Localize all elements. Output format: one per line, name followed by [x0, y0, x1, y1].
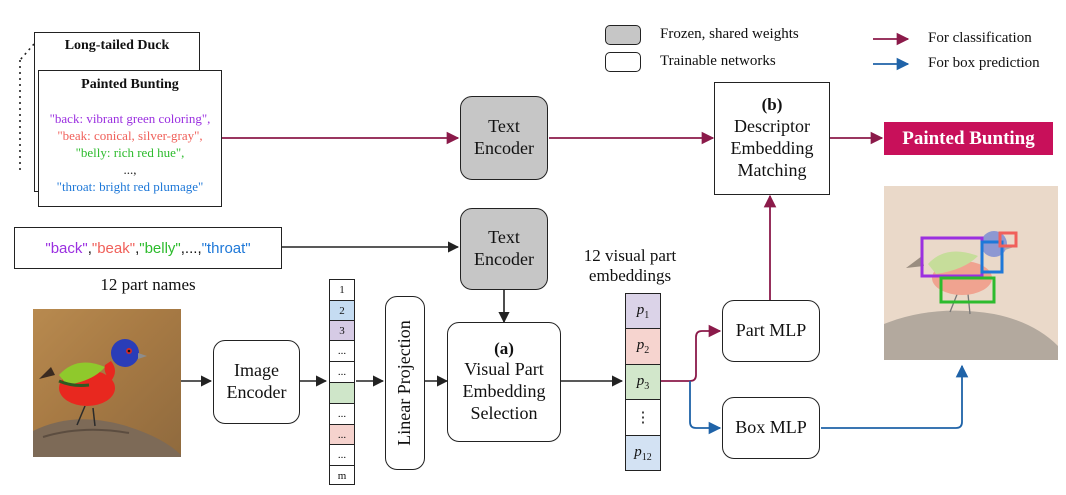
- legend-classification-label: For classification: [928, 30, 1032, 46]
- front-card-title: Painted Bunting: [81, 77, 179, 92]
- dem-tag: (b): [761, 95, 783, 115]
- embedding-to-part-mlp-arrow: [660, 324, 722, 382]
- vps-box: (a) Visual Part Embedding Selection: [447, 322, 561, 442]
- image-encoder-box: Image Encoder: [213, 340, 300, 424]
- part-names-box: "back", "beak", "belly", ..., "throat": [14, 227, 282, 269]
- token-cell: 3: [330, 321, 354, 341]
- descriptor-beak-line: "beak: conical, silver-gray",: [57, 128, 203, 143]
- token-cell: ...: [330, 362, 354, 383]
- token-cell: 2: [330, 301, 354, 321]
- legend-trainable-swatch: [605, 52, 641, 72]
- box-mlp-box: Box MLP: [722, 397, 820, 459]
- box-mlp-to-output-arrow: [821, 364, 969, 429]
- input-bird-image: [33, 309, 181, 457]
- part-name-beak: "beak": [91, 239, 136, 257]
- embedding-cell-p12: p12: [626, 436, 660, 470]
- token-cell: ...: [330, 445, 354, 466]
- embedding-cell-p3: p3: [626, 365, 660, 400]
- throat-bbox: [980, 240, 1004, 274]
- descriptor-back-line: "back: vibrant green coloring",: [49, 111, 211, 126]
- legend-trainable-label: Trainable networks: [660, 53, 776, 69]
- descriptor-ellipsis: ...,: [123, 162, 137, 177]
- output-bird-illustration: [884, 231, 1058, 360]
- descriptor-lines: "back: vibrant green coloring", "beak: c…: [39, 110, 221, 195]
- linear-projection-box: Linear Projection: [385, 296, 425, 470]
- embedding-to-box-mlp-arrow: [689, 381, 722, 435]
- dem-box: (b) Descriptor Embedding Matching: [714, 82, 830, 195]
- vps-tag: (a): [494, 338, 514, 358]
- embeddings-caption: 12 visual part embeddings: [583, 246, 677, 286]
- dem-label: Descriptor Embedding Matching: [730, 115, 814, 180]
- text-encoder-top: Text Encoder: [460, 96, 548, 180]
- legend-frozen-label: Frozen, shared weights: [660, 26, 799, 42]
- text-encoder-mid: Text Encoder: [460, 208, 548, 290]
- part-name-belly: "belly": [139, 239, 181, 257]
- vps-label: Visual Part Embedding Selection: [462, 359, 546, 424]
- part-names-caption: 12 part names: [100, 275, 196, 294]
- token-cell: m: [337, 469, 347, 482]
- token-cell: 1: [330, 280, 354, 301]
- embedding-cell-p2: p2: [626, 329, 660, 365]
- descriptor-belly-line: "belly: rich red hue",: [75, 145, 185, 160]
- descriptor-throat-line: "throat: bright red plumage": [56, 179, 204, 194]
- token-sequence: 1 2 3 ... ... ... ... ... m: [329, 279, 355, 485]
- back-card-title: Long-tailed Duck: [64, 38, 170, 53]
- belly-bbox: [939, 276, 996, 304]
- token-cell: ...: [330, 341, 354, 362]
- bird-illustration: [33, 339, 181, 457]
- linear-projection-label: Linear Projection: [394, 320, 415, 446]
- embedding-stack: p1 p2 p3 ⋮ p12: [625, 293, 661, 471]
- beak-bbox: [998, 231, 1018, 248]
- token-cell: ...: [330, 404, 354, 425]
- part-name-back: "back": [45, 239, 88, 257]
- embedding-cell-ellipsis: ⋮: [626, 400, 660, 436]
- legend-frozen-swatch: [605, 25, 641, 45]
- embedding-cell-p1: p1: [626, 294, 660, 329]
- output-bird-image: [884, 186, 1058, 360]
- part-mlp-box: Part MLP: [722, 300, 820, 362]
- result-label: Painted Bunting: [884, 122, 1053, 155]
- token-cell: [330, 383, 354, 404]
- legend-box-label: For box prediction: [928, 55, 1040, 71]
- part-name-ellipsis: ...: [184, 239, 198, 257]
- descriptor-card-front: Painted Bunting "back: vibrant green col…: [38, 70, 222, 207]
- token-cell: ...: [330, 425, 354, 445]
- part-name-throat: "throat": [201, 239, 251, 257]
